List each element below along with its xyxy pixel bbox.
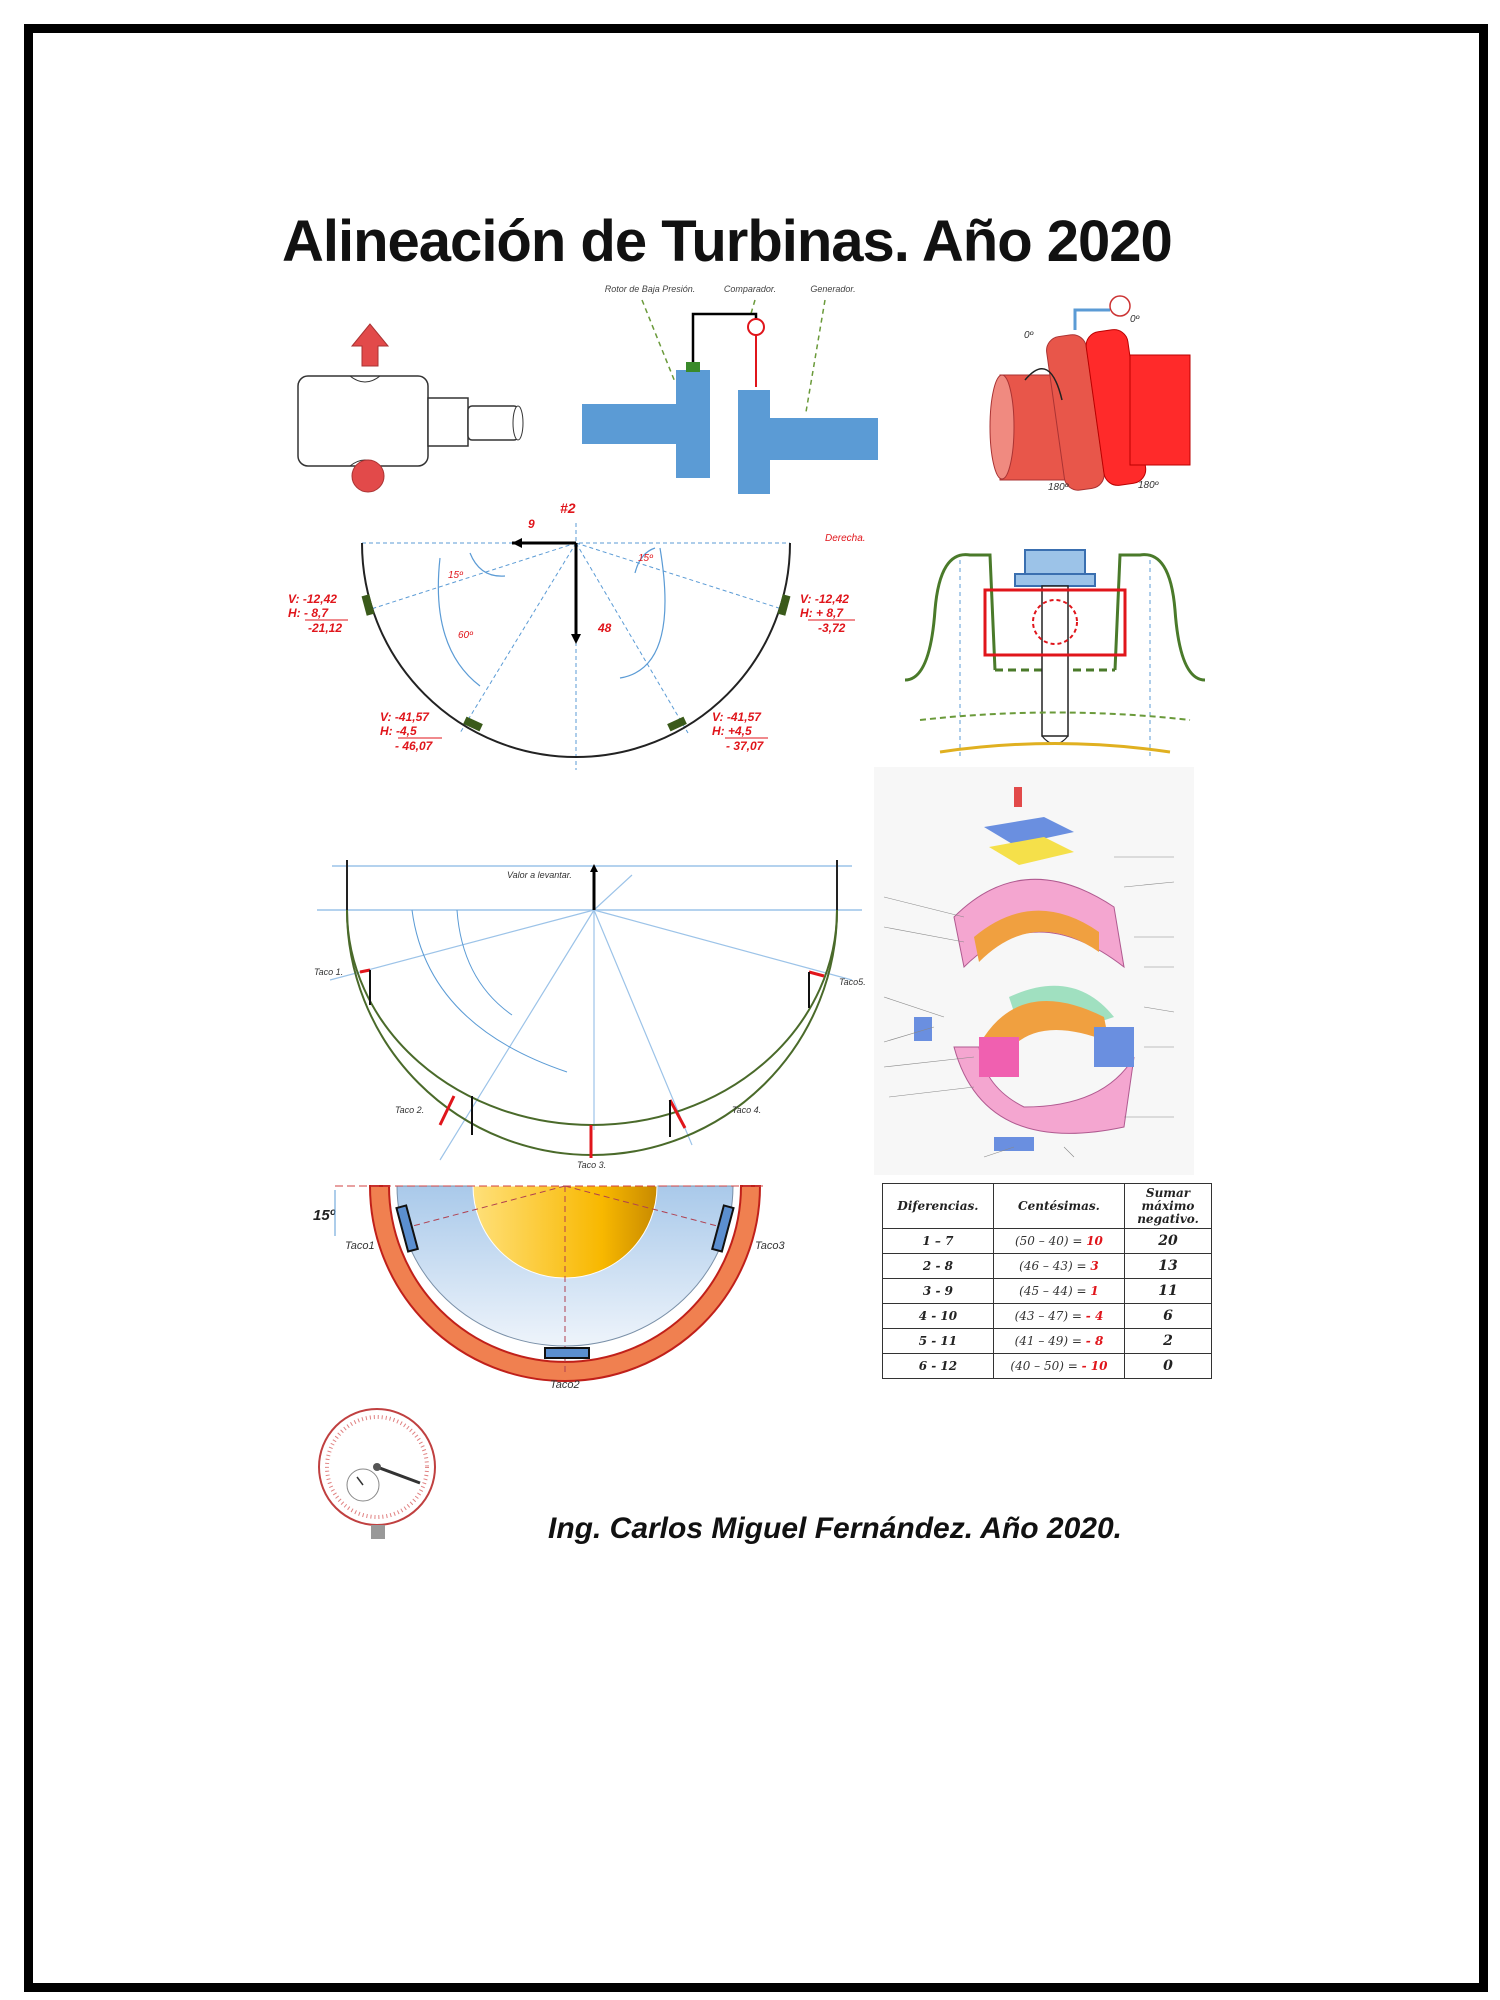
coupling-3d-illustration: 0º 0º 180º 180º: [989, 295, 1191, 493]
svg-text:Taco 4.: Taco 4.: [732, 1105, 761, 1115]
svg-text:Valor a levantar.: Valor a levantar.: [507, 870, 572, 880]
calc-cell: (40 – 50) = - 10: [992, 1353, 1126, 1379]
table-row: 2 - 8 (46 – 43) = 3 13: [882, 1253, 1212, 1279]
svg-text:Taco 2.: Taco 2.: [395, 1105, 424, 1115]
svg-text:Taco2: Taco2: [550, 1379, 580, 1391]
svg-text:H: - 8,7: H: - 8,7: [288, 606, 329, 620]
table-row: 3 - 9 (45 – 44) = 1 11: [882, 1278, 1212, 1304]
svg-text:0º: 0º: [1024, 330, 1035, 341]
calc-expression: (41 – 49) =: [1014, 1334, 1086, 1348]
calc-expression: (43 – 47) =: [1014, 1309, 1086, 1323]
calc-expression: (40 – 50) =: [1010, 1359, 1082, 1373]
max-negative-cell: 20: [1124, 1228, 1212, 1254]
svg-text:V: -12,42: V: -12,42: [288, 592, 337, 606]
calc-expression: (45 – 44) =: [1019, 1284, 1091, 1298]
table-row: 6 - 12 (40 – 50) = - 10 0: [882, 1353, 1212, 1379]
pair-cell: 3 - 9: [882, 1278, 994, 1304]
calc-cell: (41 – 49) = - 8: [992, 1328, 1126, 1354]
svg-text:Taco3: Taco3: [755, 1240, 785, 1252]
svg-text:180º: 180º: [1138, 480, 1160, 491]
calc-cell: (50 – 40) = 10: [992, 1228, 1126, 1254]
svg-text:15º: 15º: [448, 570, 464, 581]
max-negative-cell: 13: [1124, 1253, 1212, 1279]
header-sumar: Sumar máximo negativo.: [1124, 1183, 1212, 1229]
dial-gauge-icon: [318, 1408, 436, 1539]
svg-text:H: + 8,7: H: + 8,7: [800, 606, 844, 620]
svg-text:H: -4,5: H: -4,5: [380, 724, 417, 738]
svg-text:Taco 1.: Taco 1.: [314, 967, 343, 977]
svg-text:Comparador.: Comparador.: [724, 284, 776, 294]
calc-result: 1: [1090, 1284, 1099, 1298]
svg-text:Derecha.: Derecha.: [825, 533, 866, 544]
svg-text:- 37,07: - 37,07: [726, 739, 765, 753]
svg-text:48: 48: [597, 621, 612, 635]
max-negative-cell: 2: [1124, 1328, 1212, 1354]
svg-text:-21,12: -21,12: [308, 621, 342, 635]
calc-cell: (45 – 44) = 1: [992, 1278, 1126, 1304]
svg-text:#2: #2: [560, 500, 576, 516]
table-row: 4 - 10 (43 – 47) = - 4 6: [882, 1303, 1212, 1329]
calc-result: - 10: [1081, 1359, 1108, 1373]
pair-cell: 4 - 10: [882, 1303, 994, 1329]
calc-result: 3: [1090, 1259, 1099, 1273]
calc-result: - 8: [1085, 1334, 1104, 1348]
calc-result: - 4: [1085, 1309, 1104, 1323]
calc-expression: (50 – 40) =: [1014, 1234, 1087, 1248]
pair-cell: 6 - 12: [882, 1353, 994, 1379]
up-arrow-icon: [350, 323, 390, 367]
svg-text:V: -41,57: V: -41,57: [380, 710, 430, 724]
table-row: 1 – 7 (50 – 40) = 10 20: [882, 1228, 1212, 1254]
document-title: Alineación de Turbinas. Año 2020: [282, 209, 1173, 274]
max-negative-cell: 11: [1124, 1278, 1212, 1304]
bearing-taco-section: 15º Taco1 Taco2 Taco3: [313, 1185, 785, 1391]
svg-text:Rotor de Baja Presión.: Rotor de Baja Presión.: [605, 284, 696, 294]
header-centesimas: Centésimas.: [992, 1183, 1126, 1229]
svg-text:Taco1: Taco1: [345, 1240, 375, 1252]
header-diferencias: Diferencias.: [882, 1183, 994, 1229]
svg-text:15º: 15º: [638, 553, 654, 564]
max-negative-cell: 0: [1124, 1353, 1212, 1379]
svg-text:60º: 60º: [458, 630, 474, 641]
calc-cell: (43 – 47) = - 4: [992, 1303, 1126, 1329]
pair-cell: 2 - 8: [882, 1253, 994, 1279]
svg-text:Generador.: Generador.: [810, 284, 855, 294]
svg-text:- 46,07: - 46,07: [395, 739, 434, 753]
shaft-lift-illustration: [297, 323, 524, 493]
svg-text:V: -41,57: V: -41,57: [712, 710, 762, 724]
coupling-comparator-diagram: Rotor de Baja Presión. Comparador. Gener…: [582, 284, 878, 494]
calc-result: 10: [1086, 1234, 1103, 1248]
svg-text:15º: 15º: [313, 1207, 337, 1224]
calc-cell: (46 – 43) = 3: [992, 1253, 1126, 1279]
table-row: 5 - 11 (41 – 49) = - 8 2: [882, 1328, 1212, 1354]
taco-lift-diagram: Valor a levantar. Taco 1. Taco 2. Taco 3…: [314, 860, 866, 1170]
exploded-bearing-illustration: [874, 767, 1194, 1175]
max-negative-cell: 6: [1124, 1303, 1212, 1329]
svg-text:Taco 3.: Taco 3.: [577, 1160, 606, 1170]
svg-text:-3,72: -3,72: [818, 621, 846, 635]
pair-cell: 5 - 11: [882, 1328, 994, 1354]
svg-text:H: +4,5: H: +4,5: [712, 724, 752, 738]
svg-text:9: 9: [528, 517, 535, 531]
pair-cell: 1 – 7: [882, 1228, 994, 1254]
dial-readings-diagram: #2 9 48 Derecha. 15º 60º 15º V: -12,42 H…: [288, 500, 866, 770]
bearing-bolt-section: [904, 549, 1206, 758]
calc-expression: (46 – 43) =: [1019, 1259, 1091, 1273]
differences-table: Diferencias. Centésimas. Sumar máximo ne…: [882, 1183, 1212, 1379]
author-footer: Ing. Carlos Miguel Fernández. Año 2020.: [548, 1512, 1122, 1545]
svg-text:180º: 180º: [1048, 482, 1070, 493]
svg-text:Taco5.: Taco5.: [839, 977, 866, 987]
svg-text:V: -12,42: V: -12,42: [800, 592, 849, 606]
page-border: [24, 24, 1488, 1992]
svg-text:0º: 0º: [1130, 314, 1141, 325]
